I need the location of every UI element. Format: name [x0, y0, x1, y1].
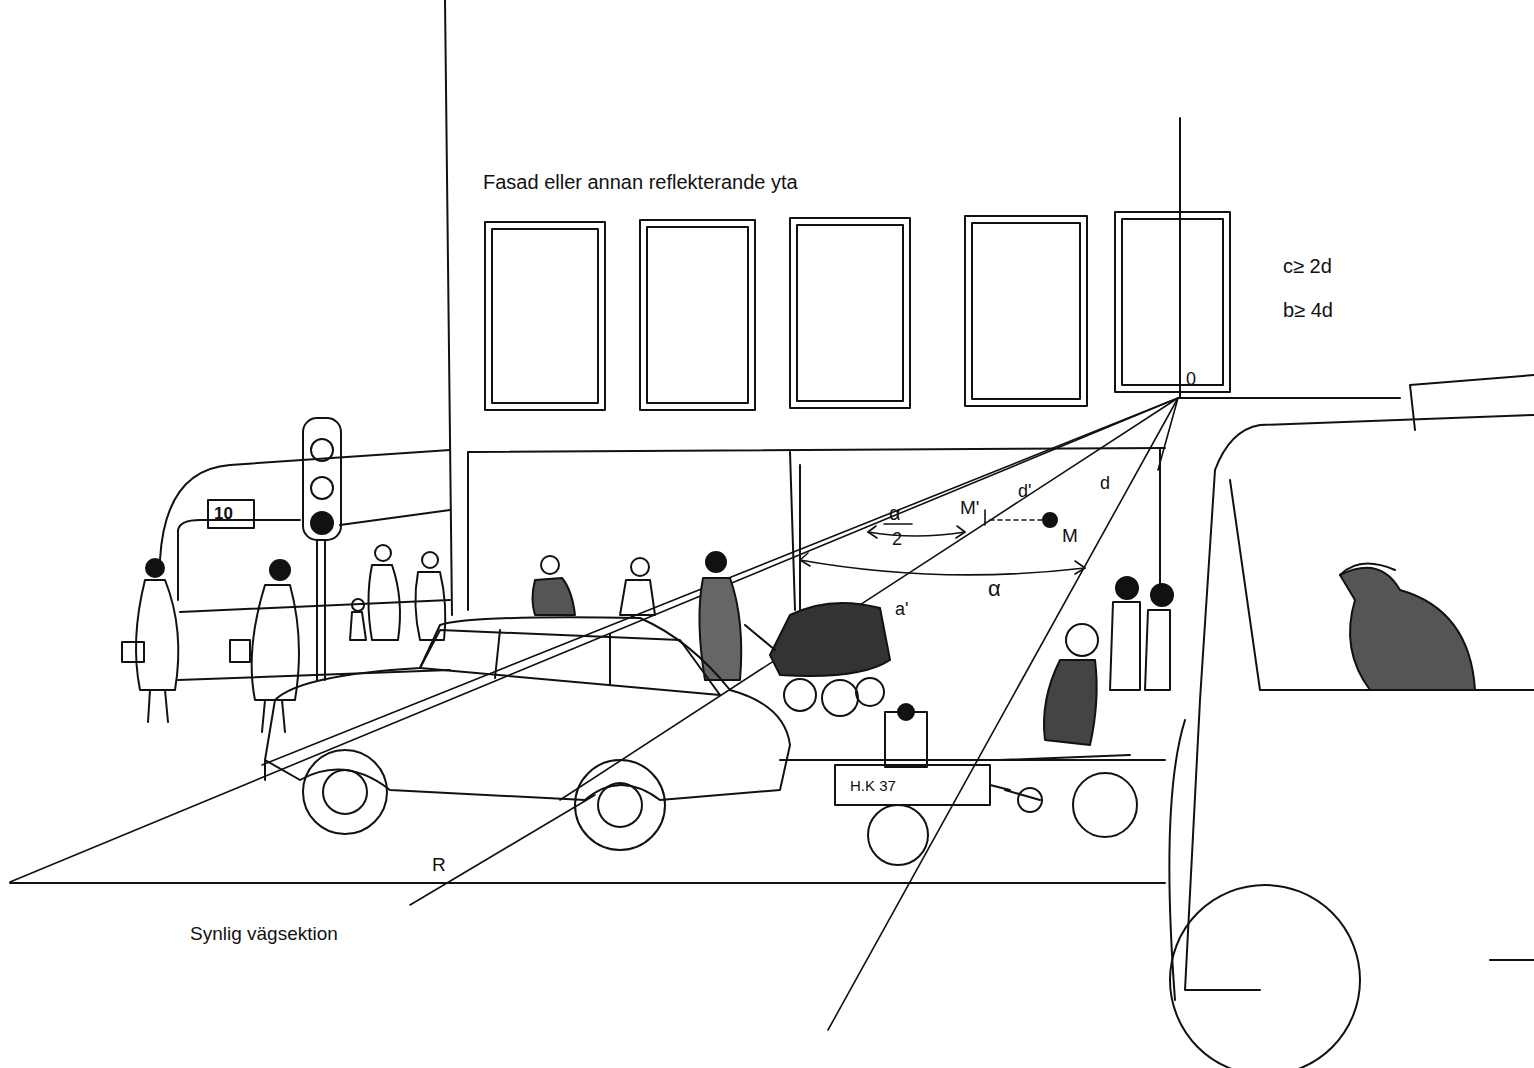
- windows: [485, 212, 1230, 410]
- shopfront: [468, 448, 1165, 760]
- angle-label: α: [889, 503, 901, 523]
- point-label: M: [1062, 526, 1078, 545]
- facade-title: Fasad eller annan reflekterande yta: [483, 172, 798, 192]
- reference-vertical: [1179, 118, 1181, 398]
- angle-label: α: [988, 578, 1001, 600]
- point-label: M': [960, 498, 979, 517]
- ground-line: [10, 882, 1165, 884]
- car: [265, 617, 790, 850]
- sight-rays: [10, 398, 1178, 1030]
- distance-label: d: [1100, 474, 1110, 492]
- angle-arcs: [800, 510, 1085, 575]
- bus-number: 10: [214, 505, 233, 522]
- origin-label: 0: [1186, 370, 1196, 388]
- distance-label: d': [1018, 482, 1031, 500]
- point-m: [1043, 513, 1057, 527]
- road-label: R: [432, 855, 446, 874]
- bus: [160, 450, 450, 680]
- traffic-light: [303, 418, 341, 680]
- license-plate: H.K 37: [850, 778, 896, 793]
- leader-note: Synlig vägsektion: [190, 924, 338, 943]
- truck: [1169, 375, 1534, 1068]
- wheelchair-user: [1000, 624, 1137, 837]
- facade-edge: [445, 0, 452, 615]
- pedestrians: [122, 545, 1173, 732]
- trailer: [835, 704, 1010, 865]
- ratio-note: c≥ 2d: [1283, 256, 1332, 276]
- reference-horizontal: [1178, 397, 1400, 399]
- angle-divisor: 2: [892, 530, 902, 548]
- ratio-note: b≥ 4d: [1283, 300, 1333, 320]
- pram: [745, 603, 890, 716]
- point-label: a': [895, 600, 908, 618]
